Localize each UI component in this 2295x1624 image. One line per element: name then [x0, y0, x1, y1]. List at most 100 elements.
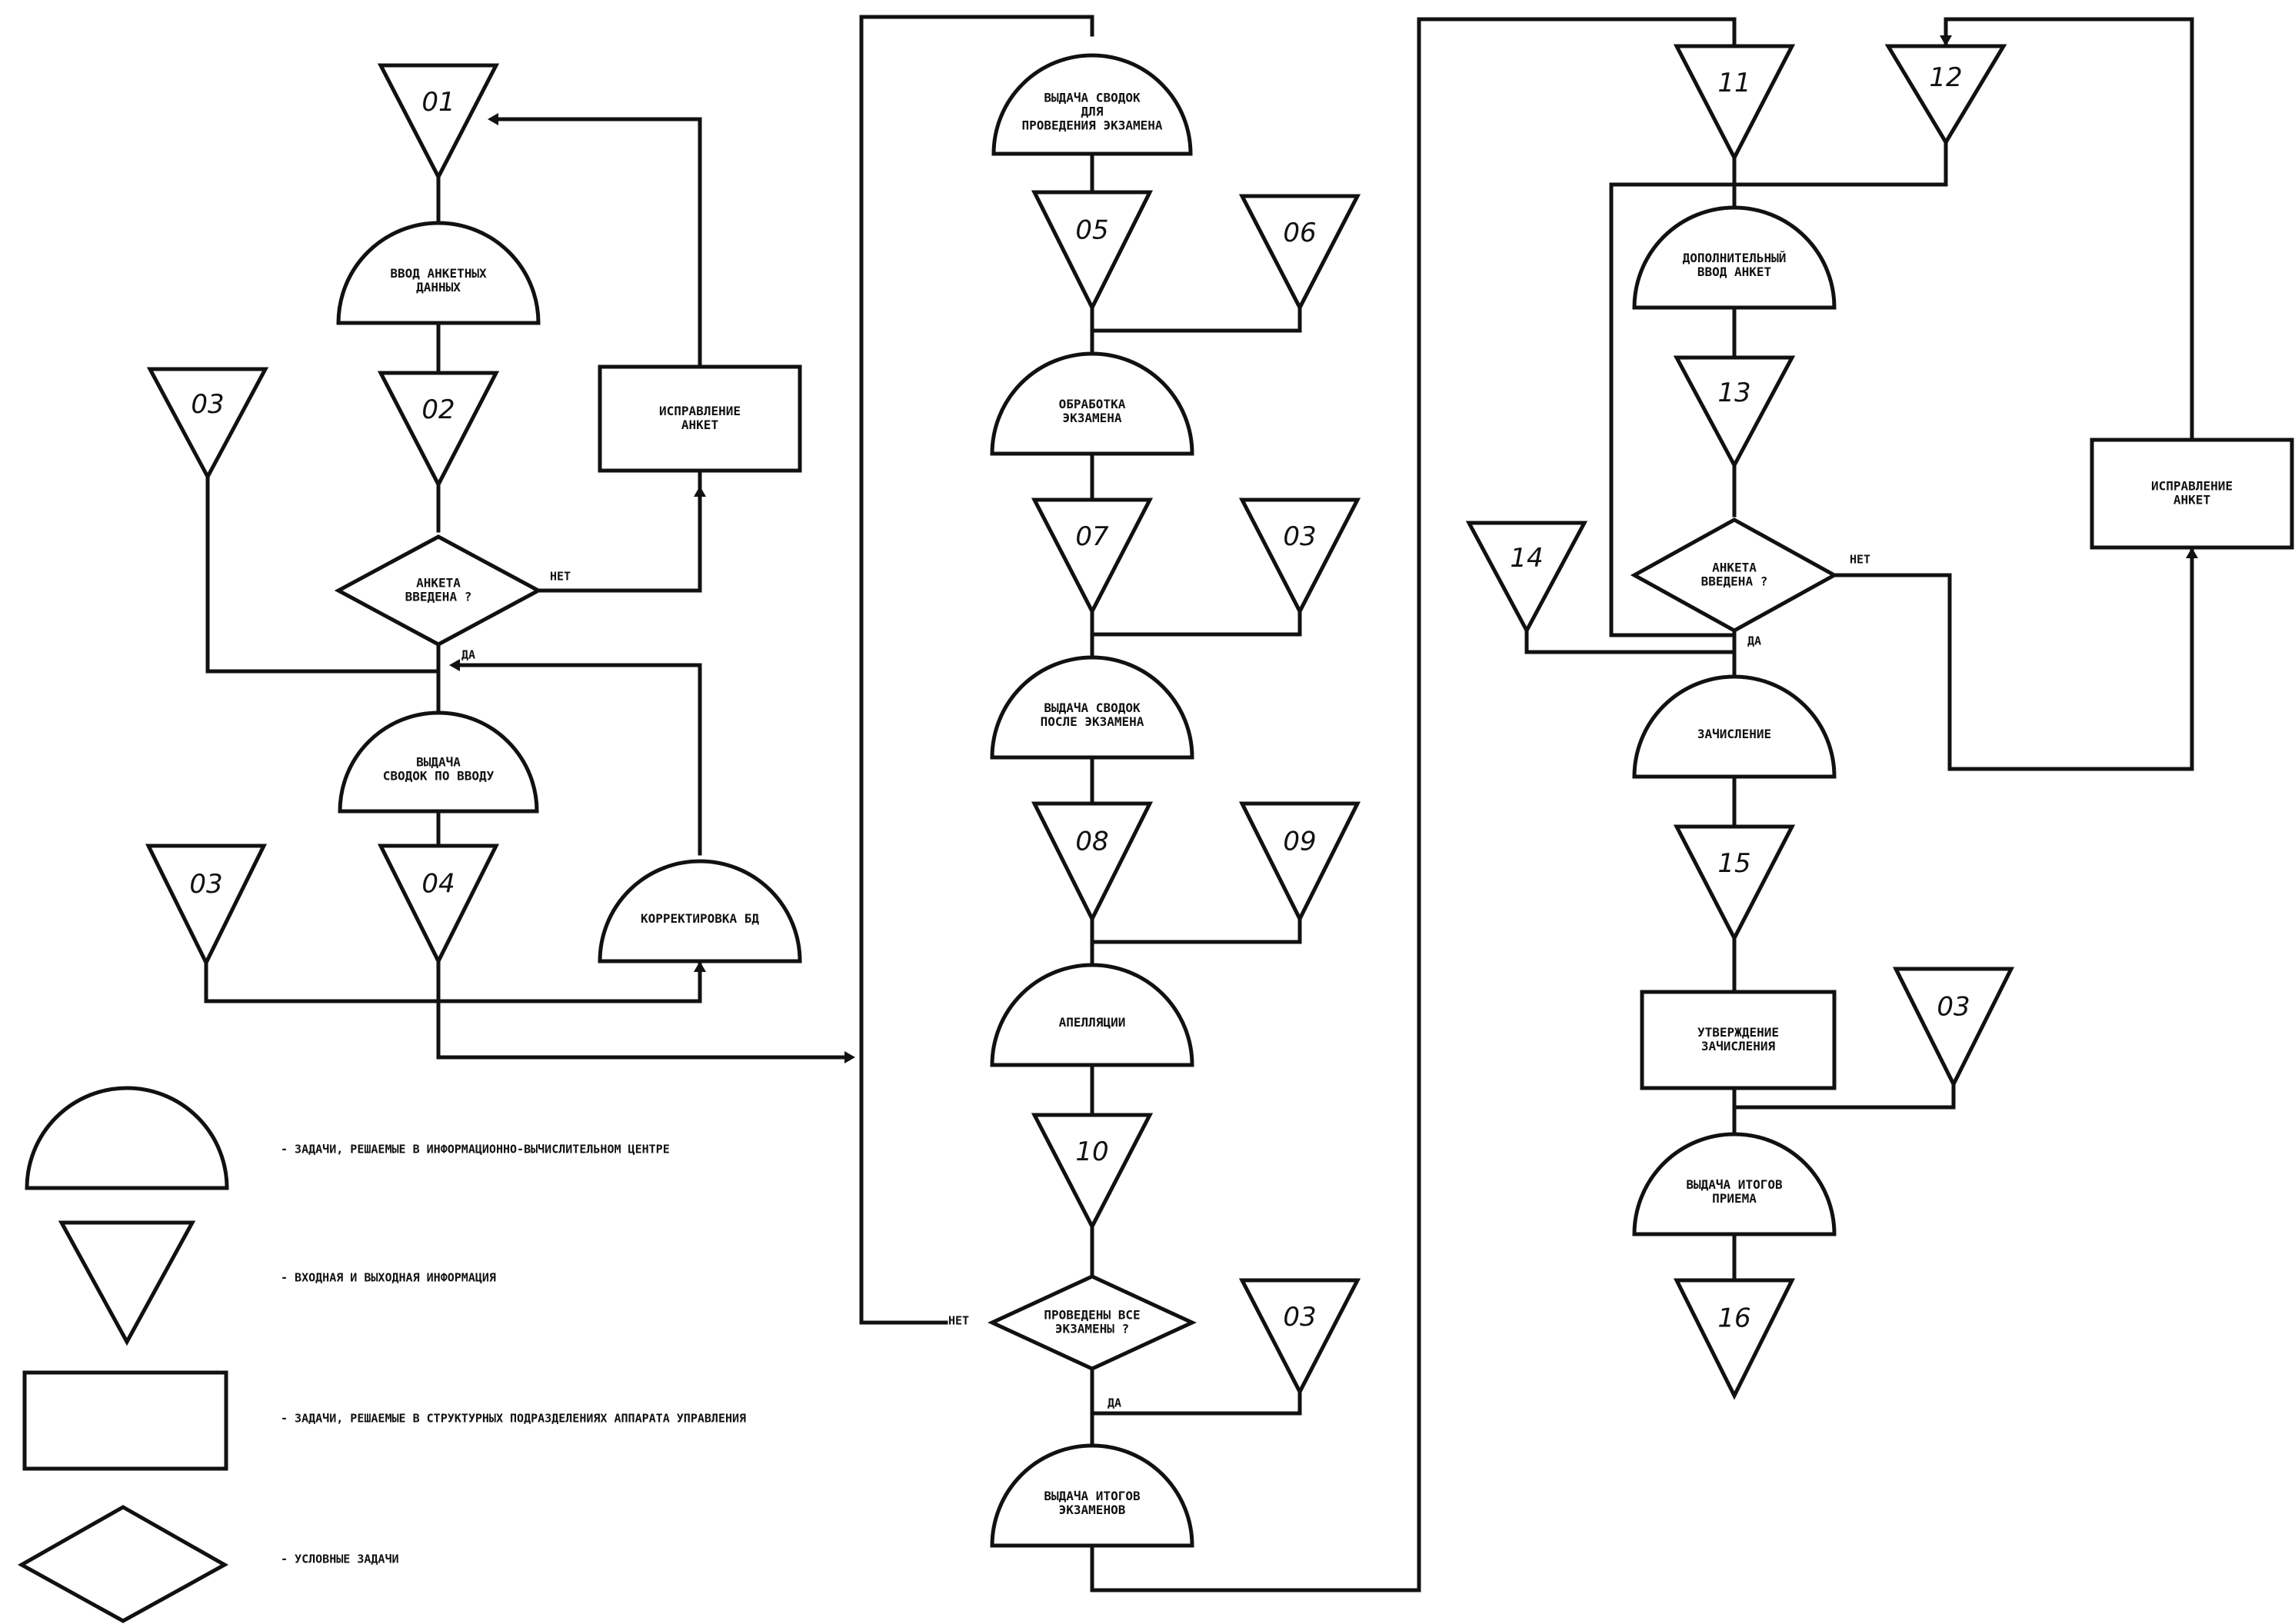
arrowhead: [844, 1051, 855, 1063]
legend-semicircle-icon: [25, 1086, 229, 1190]
node-label: АНКЕТА: [416, 576, 461, 591]
node-label: ИСПРАВЛЕНИЕ: [659, 404, 741, 418]
node-label: ДАННЫХ: [416, 280, 461, 295]
triangle-number: 13: [1717, 378, 1750, 408]
connector-line: [1090, 917, 1302, 944]
data-triangle-t15: 15: [1673, 824, 1796, 943]
node-label: СВОДОК ПО ВВОДУ: [383, 769, 495, 784]
arrowhead: [1940, 35, 1952, 46]
edge-label-da3: ДА: [1747, 634, 1761, 648]
data-triangle-t03c: 03: [1238, 498, 1361, 616]
loop-12: [1609, 140, 1948, 637]
triangle-number: 06: [1283, 218, 1316, 248]
data-triangle-t03b: 03: [145, 844, 268, 967]
node-label: ВЫДАЧА СВОДОК: [1044, 701, 1141, 715]
process-semicircle-zachisl: ЗАЧИСЛЕНИЕ: [1632, 674, 1837, 779]
connector-line: [1090, 609, 1302, 637]
triangle-number: 09: [1283, 827, 1316, 857]
data-triangle-t01: 01: [377, 63, 500, 181]
process-semicircle-korr: КОРРЕКТИРОВКА БД: [598, 859, 802, 963]
node-label: ВВЕДЕНА ?: [1701, 574, 1768, 589]
data-triangle-t07: 07: [1031, 498, 1154, 616]
arrowhead: [2186, 547, 2198, 558]
legend-label-rectangle: - ЗАДАЧИ, РЕШАЕМЫЕ В СТРУКТУРНЫХ ПОДРАЗД…: [281, 1412, 746, 1426]
node-label: ВЫДАЧА ИТОГОВ: [1686, 1177, 1783, 1192]
connector-lines: [204, 15, 2198, 1592]
node-label: ОБРАБОТКА: [1059, 397, 1126, 411]
data-triangle-t10: 10: [1031, 1113, 1154, 1231]
data-triangle-t09: 09: [1238, 801, 1361, 923]
col2-to-top: [859, 15, 1094, 1067]
node-label: АНКЕТ: [681, 418, 718, 432]
data-triangle-t13: 13: [1673, 355, 1796, 470]
triangle-number: 08: [1075, 827, 1108, 857]
arrowhead: [449, 659, 460, 671]
legend-label-diamond: - УСЛОВНЫЕ ЗАДАЧИ: [281, 1552, 399, 1566]
node-label: ПРОВЕДЕНИЯ ЭКЗАМЕНА: [1021, 118, 1162, 133]
arrowhead: [488, 113, 498, 125]
net-branch: [536, 468, 702, 593]
data-triangle-t06: 06: [1238, 194, 1361, 312]
edge-label-net2: НЕТ: [948, 1314, 969, 1328]
node-label: ВЫДАЧА СВОДОК: [1044, 91, 1141, 105]
triangle-number: 10: [1075, 1136, 1108, 1167]
node-label: ВВОД АНКЕТ: [1697, 265, 1771, 279]
data-triangle-t12: 12: [1884, 44, 2007, 146]
node-label: АНКЕТА: [1712, 561, 1757, 575]
data-triangle-t02: 02: [377, 371, 500, 489]
data-triangle-t03e: 03: [1892, 967, 2015, 1089]
data-triangle-t04: 04: [377, 844, 500, 966]
node-label: АНКЕТ: [2173, 493, 2210, 508]
triangle-number: 01: [421, 87, 455, 118]
edge-label-net1: НЕТ: [550, 570, 571, 584]
arrowhead: [694, 961, 706, 972]
connector-line: [205, 474, 441, 674]
connector-line: [1732, 1082, 1956, 1110]
node-label: АПЕЛЛЯЦИИ: [1059, 1015, 1126, 1030]
edge-label-net3: НЕТ: [1850, 553, 1870, 567]
process-semicircle-appel: АПЕЛЛЯЦИИ: [990, 963, 1194, 1067]
triangle-number: 04: [421, 869, 455, 900]
triangle-number: 11: [1717, 68, 1750, 98]
node-label: ПОСЛЕ ЭКЗАМЕНА: [1041, 714, 1144, 729]
data-triangle-t05: 05: [1031, 190, 1154, 312]
node-label: УТВЕРЖДЕНИЕ: [1697, 1025, 1779, 1040]
legend-label-half_circle: - ЗАДАЧИ, РЕШАЕМЫЕ В ИНФОРМАЦИОННО-ВЫЧИС…: [281, 1143, 670, 1156]
node-label: ЭКЗАМЕНОВ: [1059, 1503, 1126, 1517]
legend-triangle-icon: [58, 1220, 196, 1346]
correction-to-01: [498, 117, 702, 369]
triangle-number: 05: [1075, 215, 1108, 246]
data-triangle-t03a: 03: [146, 367, 269, 481]
connector-line: [1524, 628, 1737, 654]
node-label: КОРРЕКТИРОВКА БД: [641, 911, 759, 926]
to-column-2: [436, 959, 848, 1060]
node-label: ПРОВЕДЕНЫ ВСЕ: [1044, 1308, 1140, 1323]
correction-loop: [459, 663, 702, 856]
legend: - ЗАДАЧИ, РЕШАЕМЫЕ В ИНФОРМАЦИОННО-ВЫЧИС…: [17, 1086, 746, 1623]
col2-to-col3: [1090, 17, 1737, 1592]
arrowhead: [694, 486, 706, 497]
legend-rectangle-icon: [22, 1370, 228, 1471]
connector-line: [1090, 1389, 1302, 1416]
node-label: ВВОД АНКЕТНЫХ: [390, 266, 487, 281]
edge-label-da1: ДА: [461, 648, 475, 662]
data-triangle-t11: 11: [1673, 44, 1796, 162]
node-label: ВВЕДЕНА ?: [405, 590, 472, 604]
triangle-number: 03: [189, 869, 222, 900]
node-label: ДЛЯ: [1081, 105, 1104, 119]
